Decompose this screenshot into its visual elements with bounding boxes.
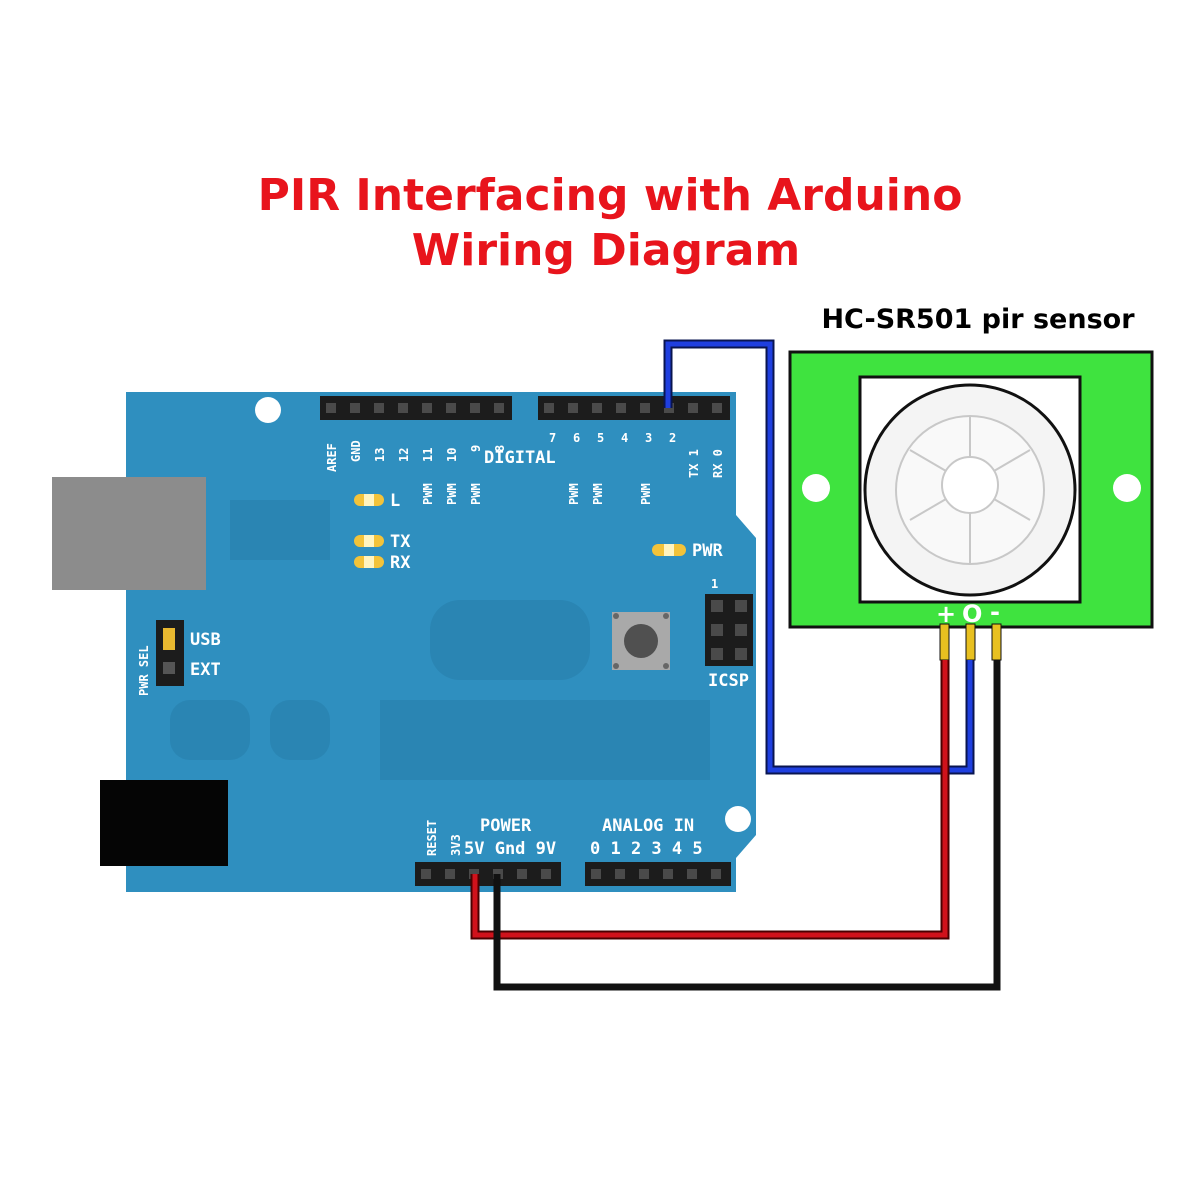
mounting-hole [725,806,751,832]
sensor-label: HC-SR501 pir sensor [821,304,1135,335]
icsp-pin1-label: 1 [711,577,718,591]
pin-label-10: 10 [445,448,459,462]
chip-area [380,700,710,780]
pin-label-6: 6 [573,431,580,445]
pin-label-3: 3 [645,431,652,445]
power-label: POWER [480,816,532,836]
header-top-left [320,396,512,420]
led-label-rx: RX [390,553,411,573]
sensor-pin-out [965,623,976,661]
led-highlight [664,544,674,556]
reset-pin-label: RESET [425,820,439,856]
header-digital [538,396,730,420]
mounting-hole [1113,474,1141,502]
pwm-label: PWM [469,483,483,505]
pin-label-rx0: RX 0 [711,449,725,478]
title-line-1: PIR Interfacing with Arduino [258,170,963,221]
pin-label-5: 5 [597,431,604,445]
sensor-pin-gnd [991,623,1002,661]
board-area [270,700,330,760]
board-area [430,600,590,680]
sensor-pin-vcc [939,623,950,661]
pwr-sel-jumper [156,620,184,686]
analog-label: ANALOG IN [602,816,694,836]
led-label-pwr: PWR [692,541,723,561]
header-power [415,862,561,886]
led-label-l: L [390,491,400,511]
analog-pins-label: 0 1 2 3 4 5 [590,839,703,859]
3v3-pin-label: 3V3 [449,834,463,856]
header-analog [585,862,731,886]
mounting-hole [255,397,281,423]
pwr-sel-usb-label: USB [190,630,221,650]
led-label-tx: TX [390,532,411,552]
pir-sensor: + O - [788,350,1154,661]
pwm-label: PWM [567,483,581,505]
led-highlight [364,494,374,506]
pin-label-9: 9 [469,445,483,452]
pin-label-4: 4 [621,431,628,445]
pwr-sel-label: PWR SEL [137,645,151,696]
pwm-label: PWM [639,483,653,505]
dc-power-jack [100,780,228,866]
board-area [230,500,330,560]
power-pins-label: 5V Gnd 9V [464,839,556,859]
pin-label-8: 8 [493,445,507,452]
pin-label-aref: AREF [325,443,339,472]
signal-wire [663,339,975,775]
pin-label-12: 12 [397,448,411,462]
led-highlight [364,556,374,568]
pwm-label: PWM [421,483,435,505]
arduino-board: AREF GND 13 12 11 10 9 8 7 6 5 4 3 2 TX … [52,392,756,892]
lens-segments [909,416,1031,564]
usb-connector [52,477,206,590]
pin-label-2: 2 [669,431,676,445]
gnd-wire [493,660,1001,991]
pin-plus-label: + [936,600,956,628]
pin-label-11: 11 [421,448,435,462]
pwm-label: PWM [445,483,459,505]
board-area [170,700,250,760]
pin-label-13: 13 [373,448,387,462]
title-line-2: Wiring Diagram [412,225,801,276]
lens-center [941,456,999,514]
pin-out-label: O [962,600,982,628]
led-highlight [364,535,374,547]
reset-button [612,612,670,670]
pwr-sel-ext-label: EXT [190,660,221,680]
mounting-hole [802,474,830,502]
pwm-label: PWM [591,483,605,505]
pin-label-gnd: GND [349,440,363,462]
pin-label-7: 7 [549,431,556,445]
digital-label: DIGITAL [484,448,556,468]
icsp-header [705,594,753,666]
pin-minus-label: - [990,598,1000,626]
icsp-label: ICSP [708,671,749,691]
vcc-wire [470,660,950,940]
pin-label-tx1: TX 1 [687,449,701,478]
